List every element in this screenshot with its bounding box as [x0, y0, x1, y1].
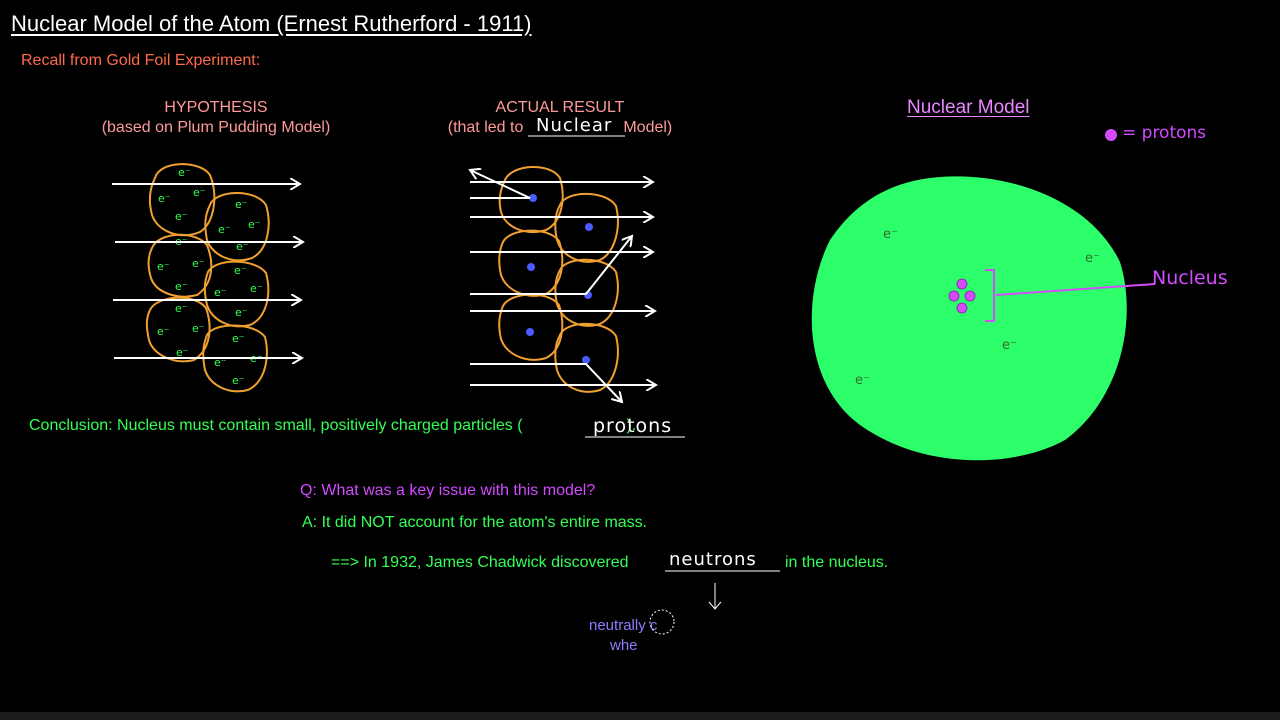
nucleus-label: Nucleus [1152, 267, 1228, 289]
svg-text:e⁻: e⁻ [232, 332, 245, 345]
atom-electrons: e⁻ e⁻ e⁻ e⁻ [855, 227, 1100, 388]
hyp-blob [148, 163, 216, 237]
svg-text:e⁻: e⁻ [234, 264, 247, 277]
svg-text:e⁻: e⁻ [218, 223, 231, 236]
conclusion-end: ). [626, 417, 637, 434]
hyp-blob [202, 324, 268, 393]
svg-text:e⁻: e⁻ [235, 306, 248, 319]
electron-dots: e⁻e⁻e⁻e⁻ e⁻e⁻e⁻e⁻ e⁻e⁻e⁻e⁻ e⁻e⁻e⁻e⁻ e⁻e⁻… [157, 166, 263, 387]
proton-legend-icon [1105, 129, 1117, 141]
hypothesis-title: HYPOTHESIS [164, 99, 268, 116]
actual-result-arrows [470, 170, 656, 402]
handwritten-nuclear: Nuclear [536, 115, 613, 136]
partial-note-line2: whe [610, 637, 638, 654]
svg-text:e⁻: e⁻ [883, 227, 898, 242]
act-blob [554, 322, 619, 393]
actual-result-subtitle: (that led to Model) [420, 118, 700, 138]
hyp-blob [145, 296, 211, 363]
nucleus-bracket [985, 269, 1156, 322]
svg-text:e⁻: e⁻ [235, 198, 248, 211]
partial-note-line1: neutrally c [589, 617, 658, 634]
nucleus-protons [948, 278, 976, 314]
hypothesis-arrows [112, 184, 303, 358]
svg-text:e⁻: e⁻ [214, 356, 227, 369]
chadwick-text-end: in the nucleus. [785, 554, 889, 571]
actual-subtitle-start: (that led to [447, 119, 524, 136]
act-blob [498, 293, 564, 361]
svg-text:e⁻: e⁻ [1085, 251, 1100, 266]
actual-result-blobs [498, 165, 619, 393]
question-text: Q: What was a key issue with this model? [300, 482, 596, 499]
svg-text:e⁻: e⁻ [855, 373, 870, 388]
atom-body [811, 176, 1127, 461]
svg-text:e⁻: e⁻ [192, 322, 205, 335]
hypothesis-subtitle: (based on Plum Pudding Model) [101, 119, 331, 136]
handwritten-protons: protons [593, 415, 673, 437]
svg-text:e⁻: e⁻ [192, 257, 205, 270]
svg-text:e⁻: e⁻ [193, 186, 206, 199]
svg-text:e⁻: e⁻ [236, 240, 249, 253]
page-title: Nuclear Model of the Atom (Ernest Ruther… [11, 11, 532, 36]
svg-text:e⁻: e⁻ [248, 218, 261, 231]
svg-text:e⁻: e⁻ [158, 192, 171, 205]
conclusion-start: Conclusion: Nucleus must contain small, … [29, 417, 523, 434]
bottom-bar [0, 712, 1280, 720]
act-blob [498, 165, 564, 233]
svg-text:e⁻: e⁻ [175, 302, 188, 315]
nuclear-model-title: Nuclear Model [907, 97, 1030, 118]
svg-text:e⁻: e⁻ [157, 260, 170, 273]
svg-text:e⁻: e⁻ [232, 374, 245, 387]
protons-legend-label: = protons [1122, 123, 1207, 143]
svg-text:e⁻: e⁻ [1002, 338, 1017, 353]
conclusion-text: Conclusion: Nucleus must contain small, … [29, 417, 636, 435]
act-blob [554, 192, 619, 263]
handwritten-neutrons: neutrons [669, 549, 757, 570]
svg-text:e⁻: e⁻ [175, 280, 188, 293]
svg-text:e⁻: e⁻ [250, 282, 263, 295]
answer-text: A: It did NOT account for the atom's ent… [302, 514, 648, 531]
hypothesis-heading: HYPOTHESIS (based on Plum Pudding Model) [70, 98, 362, 138]
actual-result-title: ACTUAL RESULT [495, 99, 625, 116]
plum-pudding-blobs [145, 163, 270, 393]
recall-text: Recall from Gold Foil Experiment: [21, 52, 261, 69]
cursor-indicator [649, 609, 675, 635]
actual-subtitle-end: Model) [623, 119, 673, 136]
hyp-blob [147, 233, 213, 298]
svg-text:e⁻: e⁻ [178, 166, 191, 179]
svg-text:e⁻: e⁻ [176, 346, 189, 359]
hyp-blob [203, 260, 270, 328]
actual-result-heading: ACTUAL RESULT (that led to Model) [420, 98, 700, 138]
svg-text:e⁻: e⁻ [175, 210, 188, 223]
svg-text:e⁻: e⁻ [214, 286, 227, 299]
chadwick-text-start: ==> In 1932, James Chadwick discovered [331, 554, 629, 571]
svg-text:e⁻: e⁻ [157, 325, 170, 338]
handwritten-underlines [528, 135, 780, 610]
hyp-blob [204, 192, 270, 262]
